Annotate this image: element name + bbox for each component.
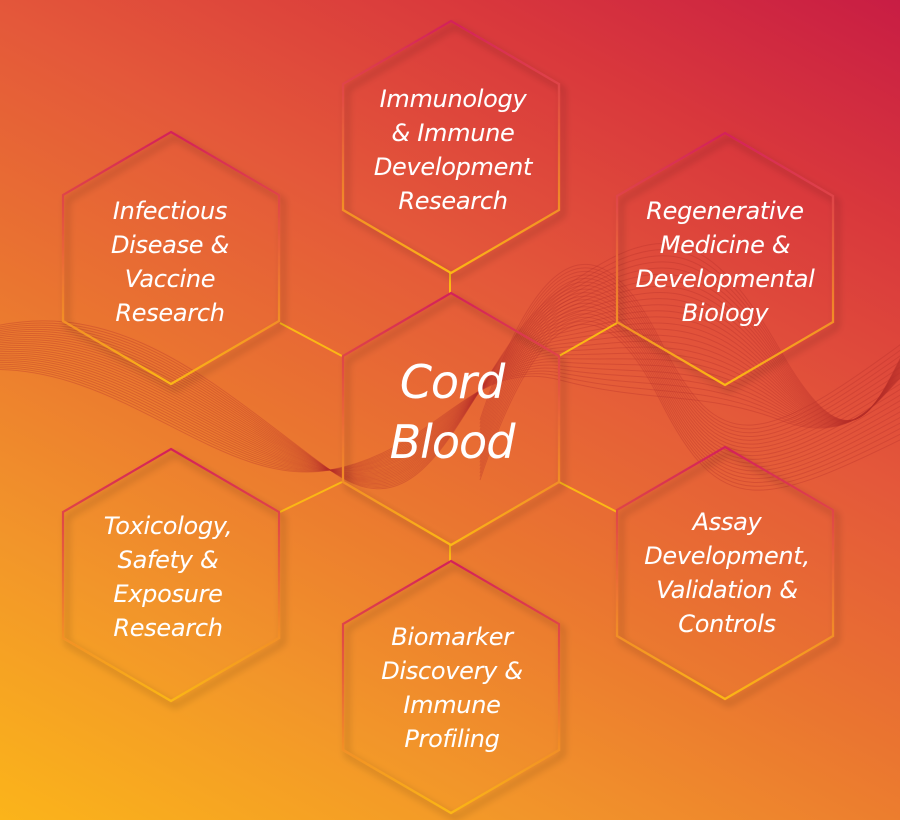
hexagon-regenerative-medicine [615,131,835,387]
wave-line [0,340,900,472]
hex-label-biomarker-discovery: Biomarker Discovery & Immune Profiling [381,623,523,753]
connector-upperleft-center [279,322,343,357]
wave-line [0,285,900,481]
connector-lowerright-center [558,481,618,513]
hex-label-toxicology: Toxicology, Safety & Exposure Research [103,512,233,642]
wave-line [479,278,900,441]
wave-line [0,304,900,477]
hex-label-infectious-disease: Infectious Disease & Vaccine Research [110,197,230,327]
wave-line [0,352,900,471]
hex-label-immunology: Immunology & Immune Development Research [373,85,533,215]
wave-line [0,357,900,471]
wave-line [0,310,900,476]
wave-line [0,255,900,487]
wave-line [0,242,900,490]
hexagon-assay-development [615,445,835,701]
wave-line [479,263,900,426]
wave-line [0,322,900,474]
wave-line [479,323,900,491]
wave-line [479,285,900,449]
wave-line [0,361,900,471]
connector-lines [279,272,618,563]
center-label-cord-blood: Cord Blood [389,355,516,469]
wave-line [0,261,900,486]
hexagon-immunology [341,19,561,275]
hex-label-assay-development: Assay Development, Validation & Controls [644,508,810,638]
wave-line [0,279,900,482]
wave-line [0,360,900,471]
wave-line [479,292,900,457]
wave-line [0,267,900,485]
wave-line [479,309,900,476]
wave-line [0,316,900,475]
wave-line [479,316,900,483]
wave-line [0,367,900,472]
hexagon-cord-blood-center [341,291,561,547]
wave-line [0,334,900,473]
wave-line [0,365,900,472]
wave-line [0,273,900,483]
connector-upperright-center [558,322,618,357]
wave-line [479,281,900,445]
wave-line [479,299,900,464]
wave-line [0,291,900,479]
wave-line [479,288,900,453]
wave-line [0,346,900,472]
wave-line [479,302,900,468]
hexagon-biomarker-discovery [341,559,561,815]
hexagon-toxicology [61,447,281,703]
wave-line [0,363,900,471]
hexagon-infectious-disease [61,130,281,386]
connector-lowerleft-center [279,481,343,513]
wave-line [479,320,900,487]
wave-line [0,249,900,488]
wave-line [0,369,900,473]
wave-line [479,267,900,430]
wave-line [479,313,900,480]
wave-line [479,274,900,437]
wave-line [0,328,900,473]
wave-line [479,295,900,460]
hex-label-regenerative-medicine: Regenerative Medicine & Developmental Bi… [635,197,815,327]
